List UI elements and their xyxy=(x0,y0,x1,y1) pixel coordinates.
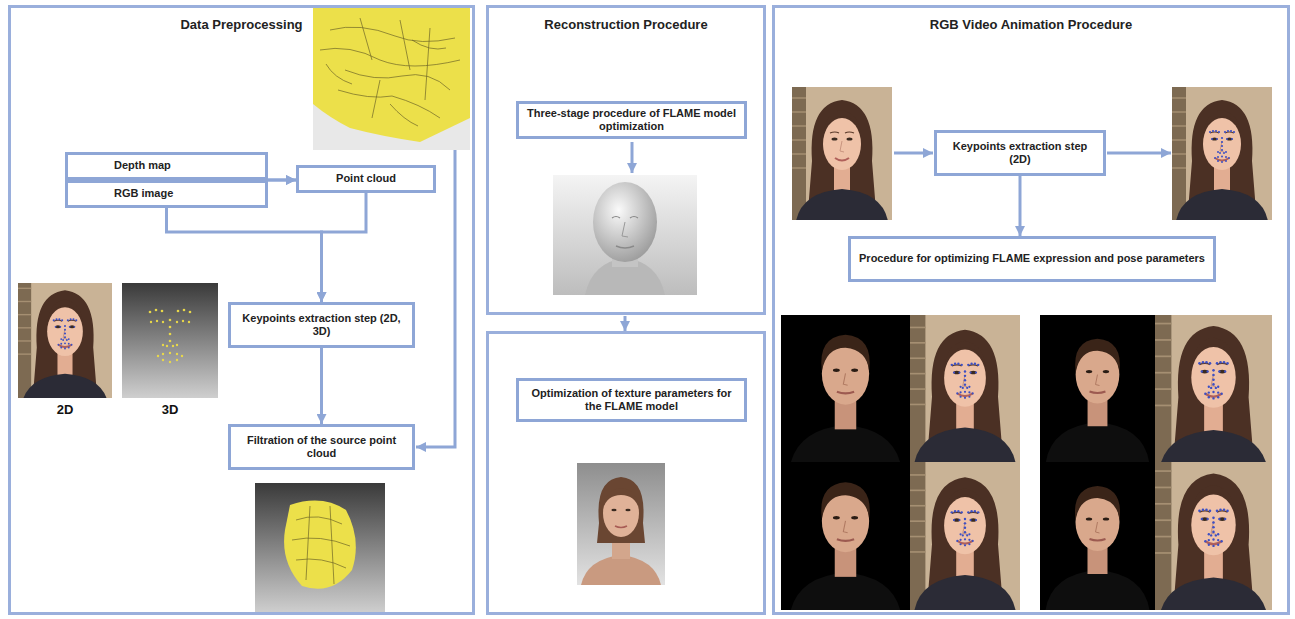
panel-outline xyxy=(488,333,765,614)
box-label: Keypoints extraction step (2D) xyxy=(943,140,1097,166)
connector-arrow xyxy=(268,179,296,182)
raw-point-cloud xyxy=(313,8,470,150)
filtered-point-cloud xyxy=(255,483,385,613)
box-label: Filtration of the source point cloud xyxy=(237,434,406,460)
process-box: Keypoints extraction step (2D) xyxy=(934,130,1106,176)
process-box: Procedure for optimizing FLAME expressio… xyxy=(848,236,1216,282)
connector-arrow xyxy=(1019,176,1022,236)
section-panel: Data PreprocessingDepth mapRGB image Poin… xyxy=(8,5,475,615)
connector-arrow xyxy=(167,208,322,302)
section-panel: RGB Video Animation ProcedureKeypoints e… xyxy=(772,5,1290,615)
connector-arrow xyxy=(322,193,367,302)
animation-results-a xyxy=(781,309,1020,616)
box-label: Optimization of texture parameters for t… xyxy=(525,387,738,413)
image-arrows xyxy=(416,142,1171,447)
process-box: Three-stage procedure of FLAME model opt… xyxy=(516,101,747,139)
panel-title: Data Preprocessing xyxy=(11,17,472,32)
section-panel: Reconstruction ProcedureThree-stage proc… xyxy=(486,5,766,315)
animation-results-b xyxy=(1038,310,1273,615)
process-box: Keypoints extraction step (2D, 3D) xyxy=(228,302,415,348)
box-label: RGB image xyxy=(114,187,173,200)
input-video-frame xyxy=(792,86,892,221)
process-box: Filtration of the source point cloud xyxy=(228,424,415,470)
panel-title: RGB Video Animation Procedure xyxy=(775,17,1287,32)
box-label: Point cloud xyxy=(336,172,396,185)
connector-arrow xyxy=(320,348,323,424)
process-box: Depth map xyxy=(65,152,268,180)
process-box: RGB image xyxy=(65,180,268,208)
box-label: Three-stage procedure of FLAME model opt… xyxy=(525,107,738,133)
box-label: Depth map xyxy=(114,159,171,172)
process-box: Point cloud xyxy=(296,165,436,193)
process-box: Optimization of texture parameters for t… xyxy=(516,378,747,422)
box-label: Procedure for optimizing FLAME expressio… xyxy=(859,252,1205,265)
figure-label: 3D xyxy=(145,402,195,417)
face-photo-2d xyxy=(18,277,112,404)
textured-head xyxy=(577,463,665,585)
panel-title: Reconstruction Procedure xyxy=(489,17,763,32)
keypoints-video-frame xyxy=(1172,86,1272,221)
figure-label: 2D xyxy=(40,402,90,417)
box-label: Keypoints extraction step (2D, 3D) xyxy=(237,312,406,338)
flame-mesh-head xyxy=(553,175,697,295)
keypoints-3d xyxy=(122,283,218,398)
connector-arrow xyxy=(268,179,296,182)
